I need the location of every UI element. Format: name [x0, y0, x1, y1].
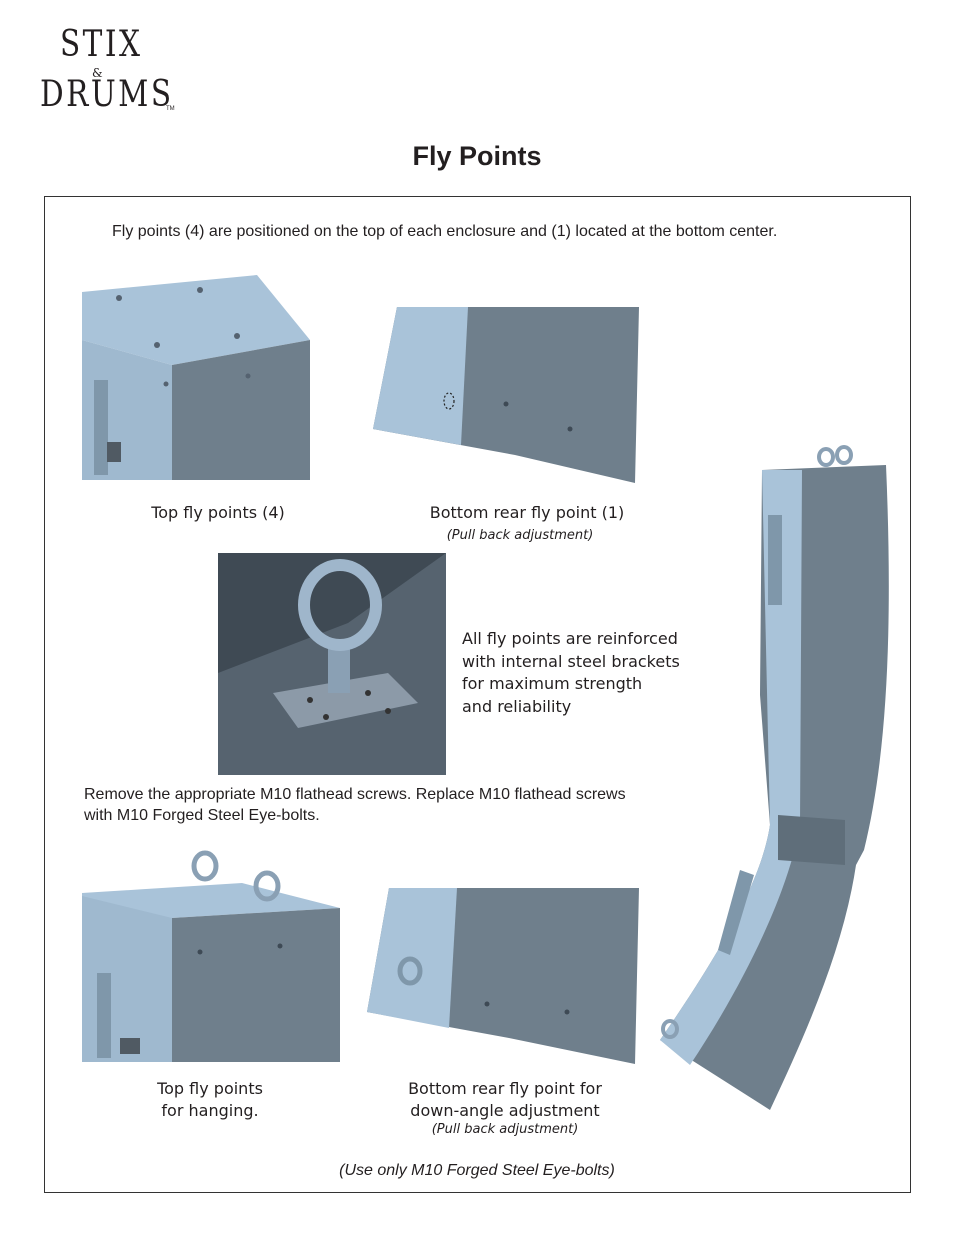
logo-line-2: DRUMS [40, 74, 174, 115]
caption-bottom-rear-fly-point: Bottom rear fly point (1) [429, 503, 625, 522]
instruction-line-2: with M10 Forged Steel Eye-bolts. [84, 807, 320, 824]
bottom-rear-fly-point-image [373, 307, 639, 483]
reinforced-text: All fly points are reinforced with inter… [462, 628, 680, 718]
brand-logo: STIX & DRUMS TM [40, 24, 180, 116]
top-eye-bolts-image [82, 850, 340, 1062]
caption-top-hanging-line-1: Top fly points [157, 1079, 263, 1098]
caption-top-hanging: Top fly points for hanging. [130, 1078, 290, 1122]
reinforced-line-3: for maximum strength [462, 674, 643, 693]
logo-ampersand: & [92, 66, 103, 80]
eye-bolt-bracket-image [218, 553, 446, 775]
caption-top-hanging-line-2: for hanging. [161, 1101, 259, 1120]
reinforced-line-4: and reliability [462, 696, 572, 716]
line-array-image [660, 445, 889, 1110]
caption-bottom-down-line-2: down-angle adjustment [410, 1101, 600, 1120]
caption-bottom-down-line-1: Bottom rear fly point for [408, 1079, 602, 1098]
page-title: Fly Points [412, 141, 542, 171]
reinforced-line-1: All fly points are reinforced [462, 629, 678, 648]
caption-bottom-down-angle: Bottom rear fly point for down-angle adj… [395, 1078, 615, 1122]
caption-top-fly-points: Top fly points (4) [151, 503, 285, 522]
instruction-line-1: Remove the appropriate M10 flathead scre… [84, 786, 626, 803]
reinforced-line-2: with internal steel brackets [462, 651, 680, 671]
logo-trademark: TM [166, 106, 175, 112]
intro-text: Fly points (4) are positioned on the top… [112, 223, 778, 240]
footer-note: (Use only M10 Forged Steel Eye-bolts) [339, 1162, 615, 1179]
logo-line-1: STIX [60, 24, 143, 65]
top-fly-points-image [82, 270, 312, 482]
caption-bottom-down-sub: (Pull back adjustment) [431, 1122, 579, 1137]
bottom-eye-bolt-image [367, 888, 639, 1064]
instruction-text: Remove the appropriate M10 flathead scre… [84, 784, 684, 826]
caption-bottom-rear-sub: (Pull back adjustment) [446, 528, 594, 543]
content-frame [44, 196, 911, 1193]
